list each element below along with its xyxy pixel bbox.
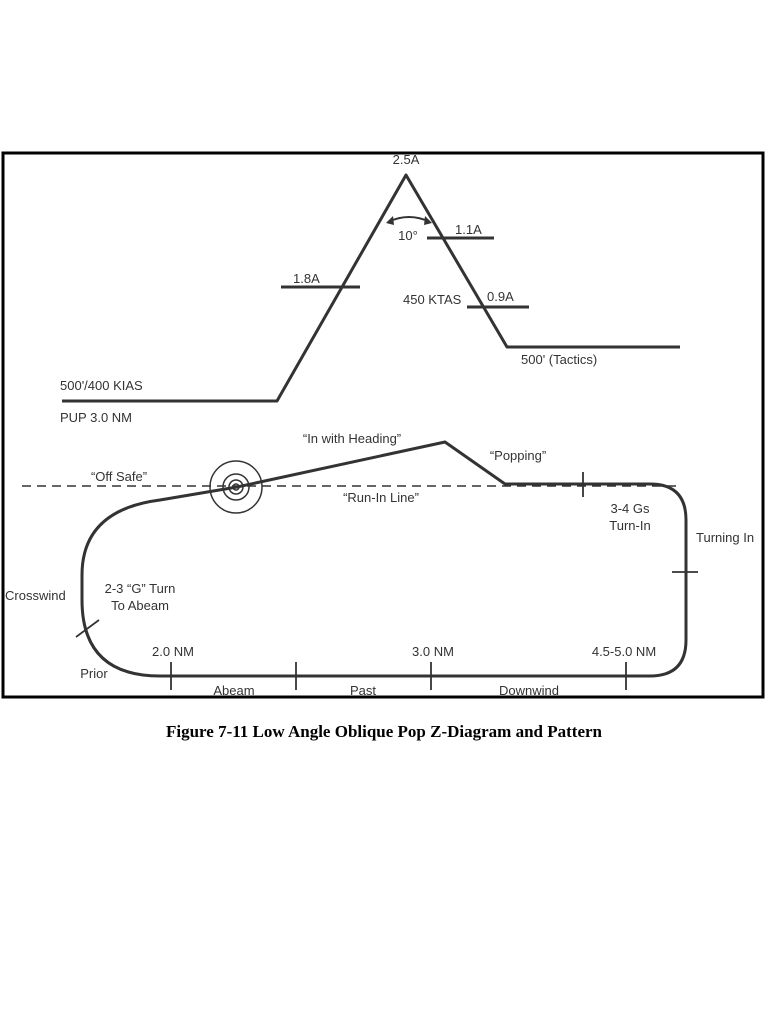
dist-2nm-label: 2.0 NM: [152, 644, 194, 659]
turn-in-label: Turn-In: [609, 518, 650, 533]
label-1-1a: 1.1A: [455, 222, 482, 237]
label-1-8a: 1.8A: [293, 271, 320, 286]
angle-label: 10°: [398, 228, 418, 243]
turn-abeam-label-2: To Abeam: [111, 598, 169, 613]
crosswind-label: Crosswind: [5, 588, 66, 603]
dist-45nm-label: 4.5-5.0 NM: [592, 644, 656, 659]
arrow-right-icon: [424, 216, 432, 225]
abeam-label: Abeam: [213, 683, 254, 698]
dist-3nm-label: 3.0 NM: [412, 644, 454, 659]
figure-caption: Figure 7-11 Low Angle Oblique Pop Z-Diag…: [165, 722, 603, 741]
turn-abeam-label-1: 2-3 “G” Turn: [105, 581, 176, 596]
turning-in-label: Turning In: [696, 530, 754, 545]
arrow-left-icon: [386, 216, 394, 225]
prior-label: Prior: [80, 666, 108, 681]
run-in-line-label: “Run-In Line”: [343, 490, 419, 505]
exit-alt-label: 500' (Tactics): [521, 352, 597, 367]
past-label: Past: [350, 683, 376, 698]
pop-profile-line: [62, 173, 680, 403]
turn-in-g-label: 3-4 Gs: [610, 501, 650, 516]
entry-alt-label: 500'/400 KIAS: [60, 378, 143, 393]
pattern-ticks: [75, 472, 698, 690]
angle-arc: [387, 216, 431, 223]
popping-label: “Popping”: [490, 448, 546, 463]
figure-frame: [1, 151, 765, 699]
in-with-heading-label: “In with Heading”: [303, 431, 401, 446]
apex-label: 2.5A: [393, 152, 420, 167]
downwind-label: Downwind: [499, 683, 559, 698]
pup-label: PUP 3.0 NM: [60, 410, 132, 425]
off-safe-label: “Off Safe”: [91, 469, 147, 484]
target-icon: [209, 460, 263, 514]
label-0-9a: 0.9A: [487, 289, 514, 304]
pattern-track: [80, 440, 688, 678]
speed-label: 450 KTAS: [403, 292, 462, 307]
